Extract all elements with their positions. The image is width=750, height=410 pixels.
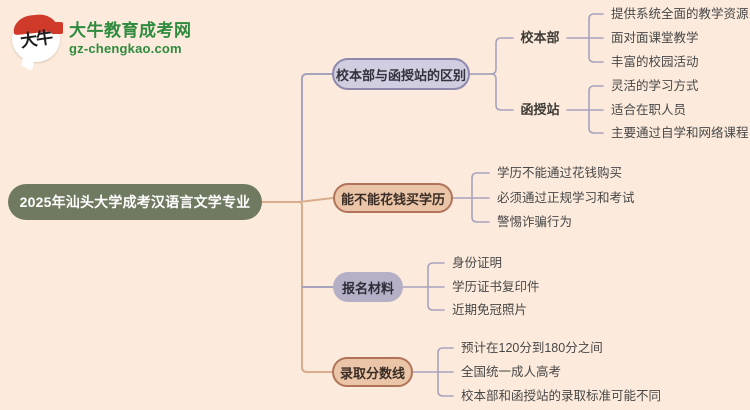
logo-bubble-icon: 大牛 (12, 12, 63, 72)
leaf-node: 校本部和函授站的录取标准可能不同 (461, 389, 662, 403)
logo-bubble-text: 大牛 (19, 27, 54, 52)
leaf-node: 灵活的学习方式 (611, 79, 699, 93)
sub-node-campus: 校本部 (520, 30, 560, 45)
root-node: 2025年汕头大学成考汉语言文学专业 (8, 184, 262, 220)
leaf-node: 预计在120分到180分之间 (461, 341, 603, 355)
branch-node-campus-vs-station: 校本部与函授站的区别 (332, 58, 470, 90)
leaf-node: 学历证书复印件 (452, 280, 540, 294)
leaf-node: 近期免冠照片 (452, 303, 528, 317)
logo-seal-icon (51, 22, 63, 34)
leaf-node: 提供系统全面的教学资源 (611, 7, 749, 21)
leaf-node: 适合在职人员 (611, 103, 687, 117)
leaf-node: 面对面课堂教学 (611, 31, 699, 45)
branch-node-buy-diploma: 能不能花钱买学历 (333, 183, 453, 213)
site-logo: 大牛 大牛教育成考网 gz-chengkao.com (12, 8, 242, 72)
branch-node-materials: 报名材料 (333, 272, 403, 302)
logo-bubble-tail (21, 52, 35, 72)
leaf-node: 全国统一成人高考 (461, 365, 562, 379)
leaf-node: 丰富的校园活动 (611, 55, 699, 69)
sub-node-station: 函授站 (520, 102, 560, 117)
branch-node-score-line: 录取分数线 (332, 357, 413, 387)
leaf-node: 主要通过自学和网络课程 (611, 126, 749, 140)
leaf-node: 学历不能通过花钱购买 (497, 166, 623, 180)
leaf-node: 警惕诈骗行为 (497, 215, 573, 229)
logo-title: 大牛教育成考网 (69, 20, 192, 40)
logo-domain: gz-chengkao.com (69, 41, 182, 57)
leaf-node: 必须通过正规学习和考试 (497, 191, 635, 205)
leaf-node: 身份证明 (452, 256, 503, 270)
